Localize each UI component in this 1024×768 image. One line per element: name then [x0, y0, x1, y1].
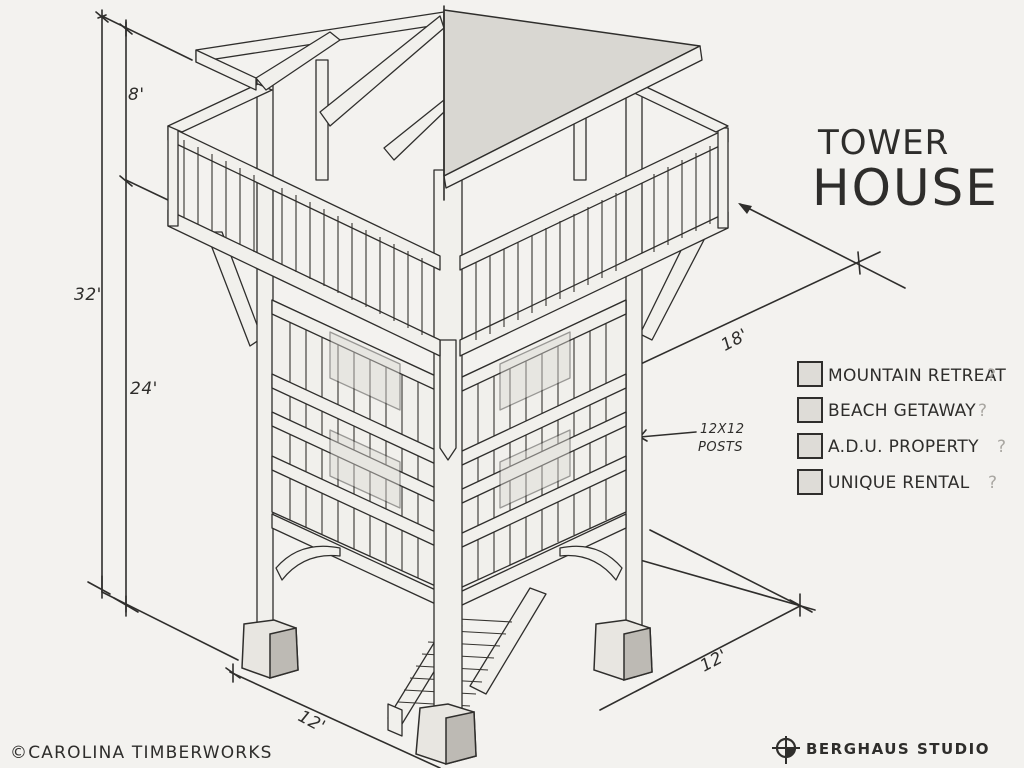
title-line1: TOWER	[817, 123, 949, 163]
question-mark: ?	[997, 437, 1006, 457]
question-mark: ?	[988, 473, 997, 493]
top-section-height-label: 8'	[128, 85, 145, 105]
posts-note-line2: POSTS	[698, 440, 743, 455]
checklist-label: A.D.U. PROPERTY	[828, 437, 979, 457]
checklist-item[interactable]: UNIQUE RENTAL ?	[797, 469, 997, 495]
posts-note-line1: 12X12	[700, 422, 745, 437]
deck-width-label: 18'	[718, 325, 752, 356]
copyright-credit: ©CAROLINA TIMBERWORKS	[10, 743, 273, 763]
studio-credit: BERGHAUS STUDIO	[806, 740, 990, 758]
base-dimension-lines	[101, 529, 816, 768]
checklist-item[interactable]: BEACH GETAWAY ?	[797, 397, 987, 423]
checklist-label: MOUNTAIN RETREAT	[828, 366, 1006, 386]
base-width-left-label: 12'	[295, 707, 329, 738]
height-dimension-lines	[87, 9, 193, 617]
lower-section-height-label: 24'	[130, 379, 158, 399]
question-mark: ?	[987, 366, 996, 386]
checklist-label: BEACH GETAWAY	[828, 401, 976, 421]
checklist-item[interactable]: A.D.U. PROPERTY ?	[797, 433, 1006, 459]
tower-structure	[167, 5, 729, 765]
checklist-item[interactable]: MOUNTAIN RETREAT ?	[797, 361, 1006, 387]
posts-leader-line	[639, 431, 697, 438]
checkbox-unique-rental[interactable]	[797, 469, 823, 495]
checkbox-adu-property[interactable]	[797, 433, 823, 459]
crosshair-logo-icon	[772, 736, 800, 764]
checkbox-mountain-retreat[interactable]	[797, 361, 823, 387]
total-height-label: 32'	[74, 285, 102, 305]
base-depth-right-label: 12'	[697, 646, 731, 677]
pier-left	[241, 619, 299, 679]
checklist-label: UNIQUE RENTAL	[828, 473, 970, 493]
question-mark: ?	[978, 401, 987, 421]
pier-right	[593, 619, 653, 681]
use-case-checklist: MOUNTAIN RETREAT ? BEACH GETAWAY ? A.D.U…	[797, 361, 1006, 495]
pier-front	[415, 703, 477, 765]
checkbox-beach-getaway[interactable]	[797, 397, 823, 423]
title-line2: HOUSE	[812, 159, 999, 217]
